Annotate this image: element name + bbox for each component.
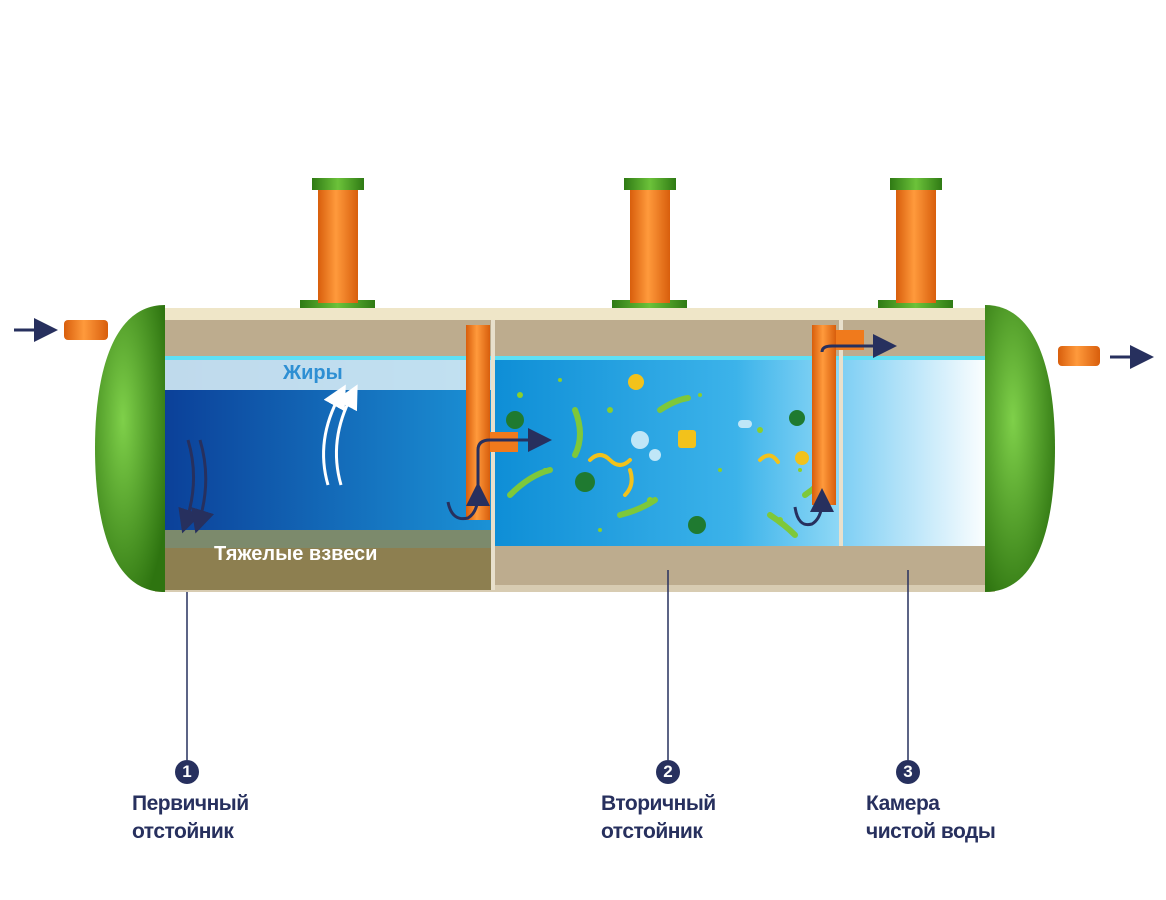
sediment-layer <box>160 548 492 590</box>
chamber-2-label-line1: Вторичный <box>601 792 716 815</box>
riser-3 <box>878 178 953 312</box>
overflow-pipe-2 <box>812 325 836 505</box>
chamber-3-label: Камера чистой воды <box>866 790 996 846</box>
chamber-1-label-line2: отстойник <box>132 820 234 843</box>
tank-top <box>150 308 1000 320</box>
riser-2 <box>612 178 687 312</box>
rising-fat-arrows <box>322 384 358 486</box>
sediment-layer-label: Тяжелые взвеси <box>214 543 378 565</box>
chamber-3-label-line1: Камера <box>866 792 940 815</box>
partition-1 <box>491 320 495 590</box>
chamber-3-label-line2: чистой воды <box>866 820 996 843</box>
chamber-1-label-line1: Первичный <box>132 792 249 815</box>
chamber-2-label: Вторичный отстойник <box>601 790 716 846</box>
partition-2 <box>839 320 843 546</box>
bacteria-illustration <box>506 374 833 538</box>
chamber-3-water <box>843 358 990 546</box>
chamber-2-number: 2 <box>656 760 680 784</box>
overflow-pipe-1 <box>466 325 490 520</box>
chamber-1-label: Первичный отстойник <box>132 790 249 846</box>
fat-layer-label: Жиры <box>283 362 343 384</box>
chamber-3-number: 3 <box>896 760 920 784</box>
right-end-cap <box>985 305 1055 592</box>
chamber-2-label-line2: отстойник <box>601 820 703 843</box>
riser-1 <box>300 178 375 312</box>
inlet-pipe <box>64 320 108 340</box>
leader-lines <box>186 570 909 760</box>
flow-arrows <box>14 318 1154 534</box>
left-end-cap <box>95 305 165 592</box>
chamber-1-number: 1 <box>175 760 199 784</box>
outlet-pipe <box>1058 346 1100 366</box>
chamber-2-water <box>494 358 840 546</box>
